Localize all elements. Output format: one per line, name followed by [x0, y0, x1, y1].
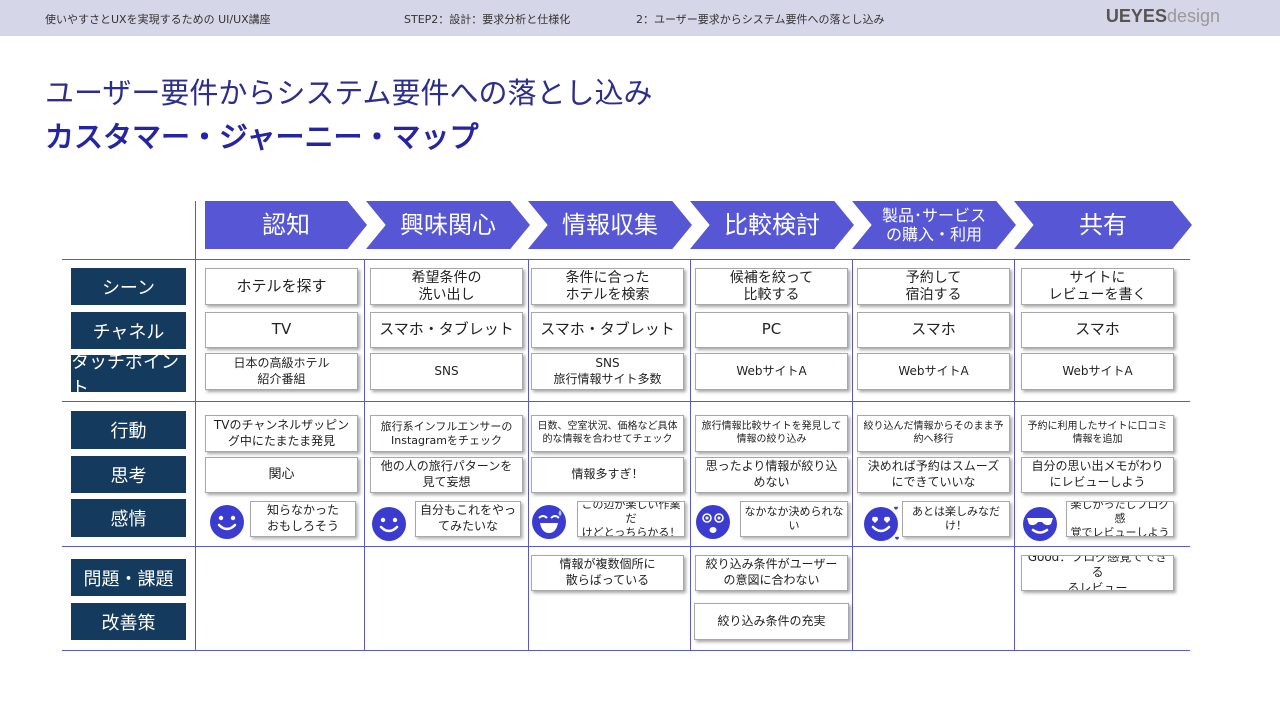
dizzy-face-icon	[696, 505, 730, 539]
channel-cell: スマホ	[1021, 312, 1174, 348]
grid-line	[1014, 259, 1015, 651]
row-label-thought: 思考	[71, 456, 186, 493]
thought-cell: 決めれば予約はスムーズにできていいな	[857, 457, 1010, 493]
stage-comparison: 比較検討	[690, 201, 854, 249]
stage-awareness: 認知	[205, 201, 367, 249]
ueyes-logo: UEYESdesign	[1105, 6, 1220, 26]
improvement-cell: 絞り込み条件の充実	[694, 603, 849, 640]
stage-purchase: 製品･サービスの購入・利用	[852, 201, 1016, 249]
action-cell: 予約に利用したサイトに口コミ情報を追加	[1021, 415, 1174, 452]
channel-cell: スマホ	[857, 312, 1010, 348]
grid-line	[62, 650, 1190, 651]
touchpoint-cell: WebサイトA	[1021, 353, 1174, 390]
sunglasses-face-icon	[1023, 507, 1057, 541]
smile-face-icon	[210, 505, 244, 539]
emotion-bubble: なかなか決められない	[740, 501, 848, 537]
grid-line	[62, 401, 1190, 402]
scene-cell: サイトにレビューを書く	[1021, 268, 1174, 305]
thought-cell: 情報多すぎ！	[531, 457, 684, 493]
grid-line	[852, 259, 853, 651]
grid-line	[364, 259, 365, 651]
action-cell: 旅行情報比較サイトを発見して情報の絞り込み	[695, 415, 848, 452]
scene-cell: ホテルを探す	[205, 268, 358, 305]
row-label-channel: チャネル	[71, 312, 186, 349]
emotion-bubble: 楽しかったしブログ感覚でレビューしよう	[1066, 501, 1174, 537]
section-title: 2：ユーザー要求からシステム要件への落とし込み	[636, 13, 885, 26]
course-title: 使いやすさとUXを実現するための UI/UX講座	[45, 13, 271, 26]
stage-share: 共有	[1014, 201, 1192, 249]
row-label-scene: シーン	[71, 268, 186, 305]
row-label-touchpoint: タッチポイント	[71, 352, 186, 399]
stage-interest: 興味関心	[366, 201, 530, 249]
problem-cell: 絞り込み条件がユーザーの意図に合わない	[695, 555, 848, 591]
row-label-emotion: 感情	[71, 499, 186, 537]
page-subtitle: カスタマー・ジャーニー・マップ	[45, 120, 479, 154]
problem-cell: 情報が複数個所に散らばっている	[531, 555, 684, 591]
scene-cell: 候補を絞って比較する	[695, 268, 848, 305]
thought-cell: 自分の思い出メモがわりにレビューしよう	[1021, 457, 1174, 493]
smile-face-icon	[372, 507, 406, 541]
heart-eyes-face-icon	[864, 506, 899, 541]
action-cell: 絞り込んだ情報からそのまま予約へ移行	[857, 415, 1010, 452]
emotion-bubble: あとは楽しみなだけ！	[902, 501, 1010, 537]
page-title: ユーザー要件からシステム要件への落とし込み	[45, 76, 653, 110]
step-title: STEP2：設計：要求分析と仕様化	[404, 13, 571, 26]
grin-sweat-face-icon	[532, 505, 566, 539]
touchpoint-cell: SNS	[370, 353, 523, 390]
emotion-bubble: この辺が楽しい作業だけどとっちらかる！	[577, 501, 685, 537]
touchpoint-cell: WebサイトA	[857, 353, 1010, 390]
grid-line	[62, 546, 1190, 547]
channel-cell: スマホ・タブレット	[370, 312, 523, 348]
channel-cell: PC	[695, 312, 848, 348]
row-label-action: 行動	[71, 411, 186, 449]
thought-cell: 関心	[205, 457, 358, 493]
channel-cell: TV	[205, 312, 358, 348]
channel-cell: スマホ・タブレット	[531, 312, 684, 348]
emotion-bubble: 自分もこれをやってみたいな	[415, 501, 521, 537]
scene-cell: 予約して宿泊する	[857, 268, 1010, 305]
thought-cell: 他の人の旅行パターンを見て妄想	[370, 457, 523, 493]
action-cell: 日数、空室状況、価格など具体的な情報を合わせてチェック	[531, 415, 684, 452]
grid-line	[528, 259, 529, 651]
touchpoint-cell: WebサイトA	[695, 353, 848, 390]
top-bar: 使いやすさとUXを実現するための UI/UX講座 STEP2：設計：要求分析と仕…	[0, 0, 1280, 36]
thought-cell: 思ったより情報が絞り込めない	[695, 457, 848, 493]
action-cell: TVのチャンネルザッピング中にたまたま発見	[205, 415, 358, 452]
scene-cell: 希望条件の洗い出し	[370, 268, 523, 305]
grid-line	[62, 259, 1190, 260]
emotion-bubble: 知らなかったおもしろそう	[250, 501, 356, 537]
touchpoint-cell: 日本の高級ホテル紹介番組	[205, 353, 358, 390]
grid-line	[690, 259, 691, 651]
scene-cell: 条件に合ったホテルを検索	[531, 268, 684, 305]
problem-cell: Good：ブログ感覚でできるるレビュー	[1021, 555, 1174, 591]
row-label-improvement: 改善策	[71, 603, 186, 640]
grid-line	[195, 201, 196, 651]
row-label-problem: 問題・課題	[71, 559, 186, 596]
stage-research: 情報収集	[528, 201, 692, 249]
